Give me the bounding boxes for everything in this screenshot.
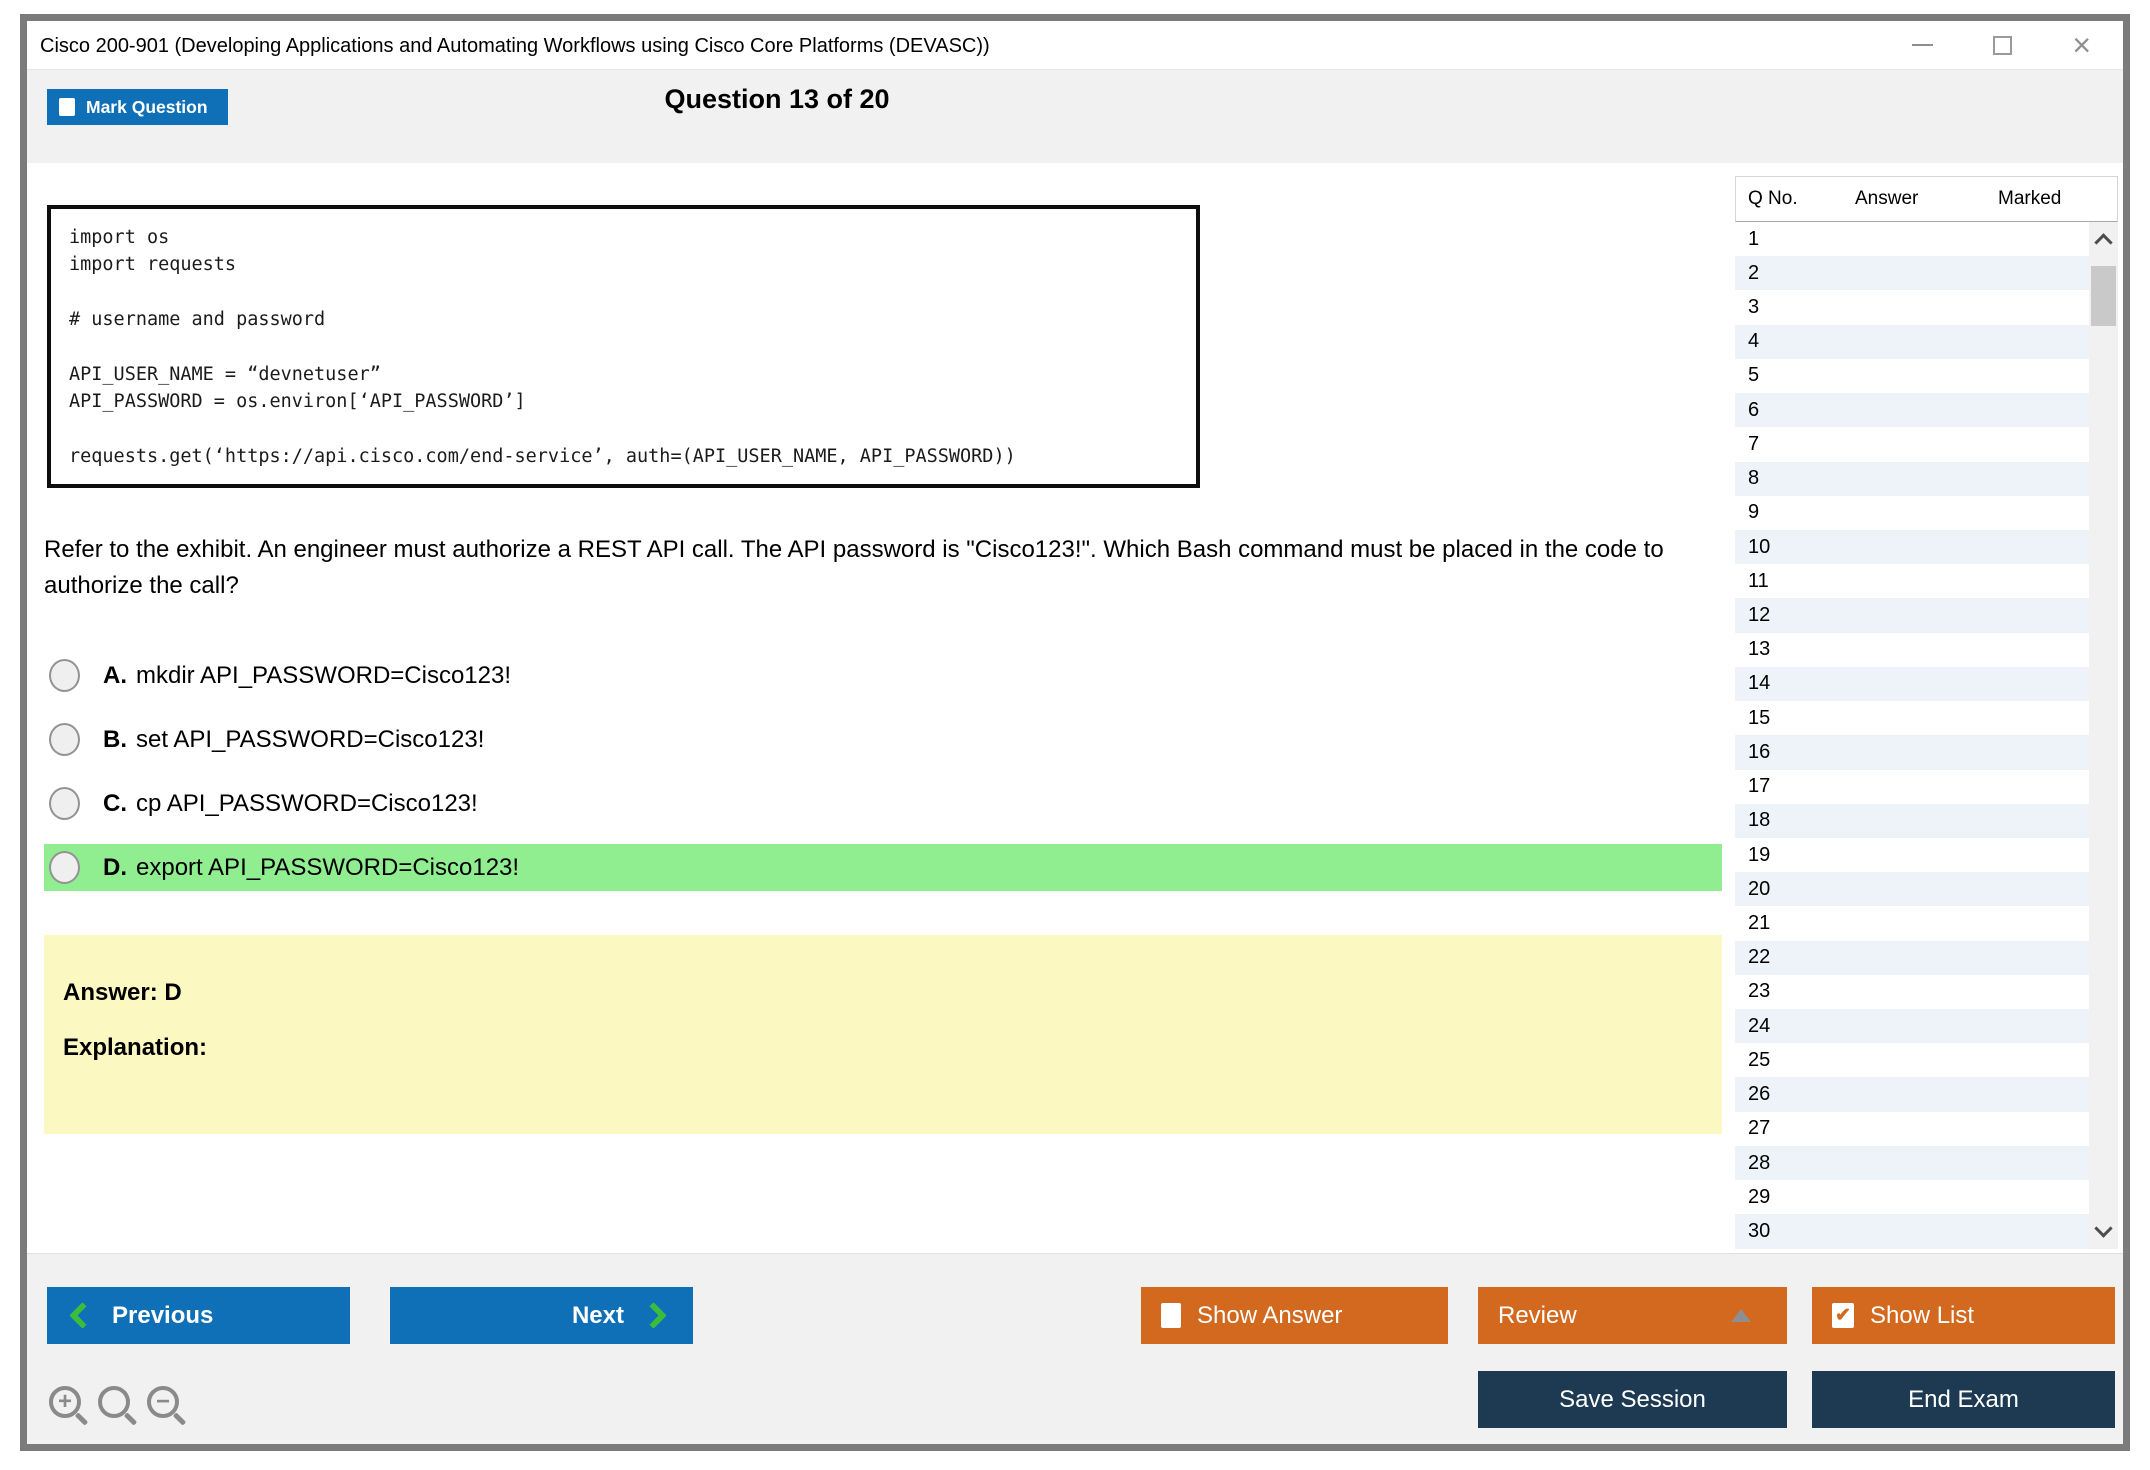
show-list-checked-checkbox-icon[interactable]: ✔ [1832,1303,1854,1328]
question-list-row[interactable]: 3 [1748,296,1760,319]
show-list-label: Show List [1870,1301,1975,1329]
question-list-row[interactable]: 12 [1735,598,2089,633]
review-label: Review [1498,1301,1577,1329]
header-qno: Q No. [1748,188,1798,209]
question-list-row[interactable]: 20 [1735,872,2089,907]
question-list-row[interactable]: 5 [1748,364,1760,387]
question-list-row[interactable]: 18 [1735,803,2089,838]
question-counter: Question 13 of 20 [664,84,890,114]
radio-button-icon[interactable] [49,659,80,692]
show-answer-checkbox-icon[interactable] [1161,1303,1181,1328]
save-session-label: Save Session [1559,1385,1706,1413]
zoom-toolbar [49,1386,179,1418]
question-text: Refer to the exhibit. An engineer must a… [44,536,1664,599]
question-list-row[interactable]: 9 [1748,501,1760,524]
window-title: Cisco 200-901 (Developing Applications a… [40,35,990,57]
option-text: set API_PASSWORD=Cisco123! [136,725,485,753]
answer-options: A. mkdir API_PASSWORD=Cisco123! B. set API_… [44,652,1722,908]
review-button[interactable]: Review [1478,1287,1787,1344]
radio-button-icon[interactable] [49,723,80,756]
question-list-row[interactable]: 2 [1735,256,2089,291]
explanation-label: Explanation: [63,1034,208,1061]
previous-label: Previous [112,1301,214,1329]
question-list-row[interactable]: 17 [1748,775,1771,798]
question-list-row[interactable]: 4 [1735,324,2089,359]
mark-question-checkbox-icon[interactable] [59,98,75,116]
question-list-row[interactable]: 13 [1748,638,1771,661]
window-controls: × [1912,21,2091,69]
question-list-row[interactable]: 7 [1748,432,1760,455]
triangle-up-icon [1731,1309,1751,1322]
question-list-header: Q No. Answer Marked [1735,176,2118,222]
mark-question-button[interactable]: Mark Question [47,89,228,125]
answer-label: Answer: D [63,979,182,1006]
question-list-row[interactable]: 15 [1748,706,1771,729]
option-row-d[interactable]: D. export API_PASSWORD=Cisco123! [44,844,1722,891]
next-label: Next [571,1301,624,1329]
next-button[interactable]: Next [390,1287,693,1344]
question-list-row[interactable]: 16 [1735,735,2089,770]
show-answer-button[interactable]: Show Answer [1141,1287,1448,1344]
zoom-reset-icon[interactable] [98,1386,130,1418]
question-list-row[interactable]: 22 [1735,940,2089,975]
answer-panel: Answer: D Explanation: [44,935,1722,1134]
header-marked: Marked [1998,188,2062,209]
question-list-row[interactable]: 1 [1748,227,1760,250]
question-list-row[interactable]: 14 [1735,666,2089,702]
question-list-row[interactable]: 10 [1735,529,2089,565]
option-text: mkdir API_PASSWORD=Cisco123! [136,661,512,689]
scroll-up-icon[interactable] [2094,233,2113,252]
question-list-row[interactable]: 6 [1735,393,2089,428]
question-list-row[interactable]: 27 [1748,1117,1771,1140]
question-list-scrollbar[interactable] [2089,222,2118,1249]
question-list-row[interactable]: 25 [1748,1048,1771,1071]
previous-button[interactable]: Previous [47,1287,350,1344]
close-icon[interactable]: × [2072,27,2091,63]
maximize-icon[interactable] [1993,35,2013,55]
footer-bar: Previous Next Show Answer Review ✔ Show … [27,1253,2123,1444]
question-list-row[interactable]: 29 [1748,1185,1771,1208]
option-letter: D. [103,853,127,881]
scrollbar-thumb[interactable] [2091,266,2116,326]
question-list-row[interactable]: 23 [1748,980,1771,1003]
header-answer: Answer [1855,188,1919,209]
question-list-row[interactable]: 21 [1748,911,1771,934]
scroll-down-icon[interactable] [2094,1219,2113,1238]
show-list-button[interactable]: ✔ Show List [1812,1287,2115,1344]
option-text: cp API_PASSWORD=Cisco123! [136,789,478,817]
question-list-row[interactable]: 8 [1735,461,2089,496]
chevron-right-icon [640,1302,667,1329]
option-letter: B. [103,725,127,753]
end-exam-label: End Exam [1908,1385,2019,1413]
exhibit-code-box: import os import requests # username and… [47,205,1200,488]
radio-button-icon[interactable] [49,851,80,884]
zoom-in-icon[interactable] [49,1386,81,1418]
question-list-row[interactable]: 30 [1735,1214,2089,1249]
option-row-c[interactable]: C. cp API_PASSWORD=Cisco123! [44,780,1722,827]
radio-button-icon[interactable] [49,787,80,820]
mark-question-label: Mark Question [86,96,208,117]
question-list-row[interactable]: 11 [1748,569,1769,592]
save-session-button[interactable]: Save Session [1478,1371,1787,1428]
title-bar: Cisco 200-901 (Developing Applications a… [27,21,2123,69]
chevron-left-icon [69,1302,96,1329]
option-letter: A. [103,661,127,689]
option-row-a[interactable]: A. mkdir API_PASSWORD=Cisco123! [44,652,1722,699]
minimize-icon[interactable] [1912,44,1934,46]
app-window: Cisco 200-901 (Developing Applications a… [20,14,2130,1451]
option-text: export API_PASSWORD=Cisco123! [136,853,520,881]
question-list-row[interactable]: 24 [1735,1009,2089,1044]
question-list-row[interactable]: 19 [1748,843,1771,866]
option-letter: C. [103,789,127,817]
show-answer-label: Show Answer [1197,1301,1343,1329]
option-row-b[interactable]: B. set API_PASSWORD=Cisco123! [44,716,1722,763]
question-list-row[interactable]: 26 [1735,1077,2089,1112]
question-list-row[interactable]: 28 [1735,1145,2089,1181]
question-header-band: Mark Question Question 13 of 20 [27,69,2123,163]
end-exam-button[interactable]: End Exam [1812,1371,2115,1428]
zoom-out-icon[interactable] [147,1386,179,1418]
